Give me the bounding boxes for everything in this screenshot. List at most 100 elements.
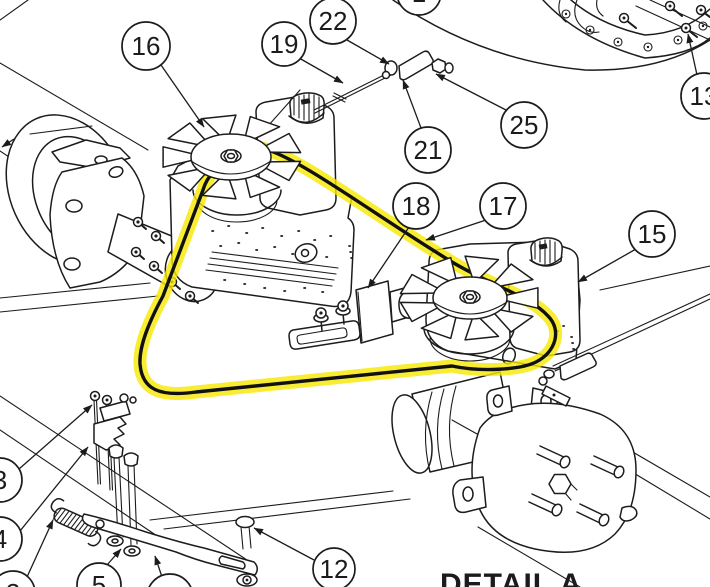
callout-circle-4 [0,516,23,562]
callout-circle-5 [76,562,122,587]
woodruff-key [619,505,638,522]
leader-line-unlabeled [154,555,163,578]
leader-line-4 [19,446,89,532]
leader-line-15 [577,248,637,283]
right-tank-cap [529,237,563,267]
callout-circle-25 [500,101,548,149]
leader-line-12 [253,527,315,561]
hub-tab-bottom [452,476,487,514]
callout-19: 19 [261,21,307,67]
callout-number-4: 4 [0,524,7,554]
callout-number-21: 21 [414,135,443,165]
leader-line-18 [367,226,410,289]
callout-4: 4 [0,516,23,562]
top-right-wheel [392,0,710,71]
callout-circle-13 [680,72,710,120]
callout-2: 2 [0,570,36,587]
callout-18: 18 [392,182,440,230]
leader-lines [1,33,698,578]
right-reservoir-tank [507,239,581,357]
leader-line-17 [425,219,487,241]
callout-number-17: 17 [489,191,518,221]
axle-hex-bolt [548,473,578,501]
callout-number-1: 1 [412,0,426,8]
callout-circle-18 [392,182,440,230]
spring-anchor-hole [95,519,105,529]
rod-sleeve [398,50,434,81]
control-rod-right [538,293,710,407]
callout-25: 25 [500,101,548,149]
leader-line-19 [298,57,344,84]
drive-belt [133,141,563,400]
carriage-bolts [313,300,351,332]
callout-circle-17 [479,182,527,230]
rod-sleeve-right [559,352,597,381]
leader-line-22 [346,39,390,65]
bolt-12 [235,515,258,587]
callout-circle-3 [0,457,23,503]
hub-squiggles [558,0,604,33]
tension-spring [50,497,102,547]
callout-number-3: 3 [0,465,7,495]
callout-5: 5 [76,562,122,587]
callout-circle-22 [309,0,357,45]
left-tank-cap [288,92,325,124]
left-wheel-assembly [5,114,220,304]
detail-a-label: DETAIL A [440,568,582,587]
lug-holes [561,9,708,52]
callout-number-18: 18 [402,191,431,221]
callout-circle-unlabeled [148,573,192,587]
ball-stud [431,58,454,74]
cooling-fan-left [162,114,302,200]
callout-16: 16 [121,21,171,71]
callout-22: 22 [309,0,357,45]
callout-3: 3 [0,457,23,503]
hub-tab-top [486,385,513,417]
callout-number-2: 2 [6,578,20,587]
callout-1: 1 [397,0,441,16]
callout-number-13: 13 [690,81,710,111]
control-rod-upper [313,50,454,114]
callout-number-15: 15 [638,219,667,249]
spring-clip [93,393,137,451]
leader-line-13 [686,33,698,76]
callout-circle-12 [312,547,356,587]
callout-circle-16 [121,21,171,71]
callout-unlabeled [148,573,192,587]
leader-line-21 [402,79,422,129]
right-pulley [423,327,515,362]
callout-number-16: 16 [132,31,161,61]
callout-12: 12 [312,547,356,587]
callout-17: 17 [479,182,527,230]
callout-number-25: 25 [510,110,539,140]
leader-line-3 [18,404,93,470]
belt-line [138,146,558,396]
callout-circle-2 [0,570,36,587]
right-motor-hub [391,371,638,554]
callout-circle-21 [404,126,452,174]
callout-number-12: 12 [320,554,349,584]
callout-circle-1 [397,0,441,16]
callout-13: 13 [680,72,710,120]
wheel-studs [528,445,625,527]
callout-number-5: 5 [92,570,106,587]
callout-number-19: 19 [270,29,299,59]
callout-15: 15 [628,210,676,258]
callout-circle-15 [628,210,676,258]
left-housing-shading [205,251,339,287]
idler-assembly [50,390,258,576]
idler-arm [81,513,258,576]
callout-21: 21 [404,126,452,174]
edge-arrow [1,138,15,148]
lug-screws [618,0,710,38]
leader-line-16 [160,64,205,128]
leader-line-2 [26,519,54,578]
callout-circle-19 [261,21,307,67]
brake-lever-link [267,89,301,127]
leader-line-25 [435,73,507,111]
idler-arm-slot [218,555,246,570]
left-port [294,242,318,264]
